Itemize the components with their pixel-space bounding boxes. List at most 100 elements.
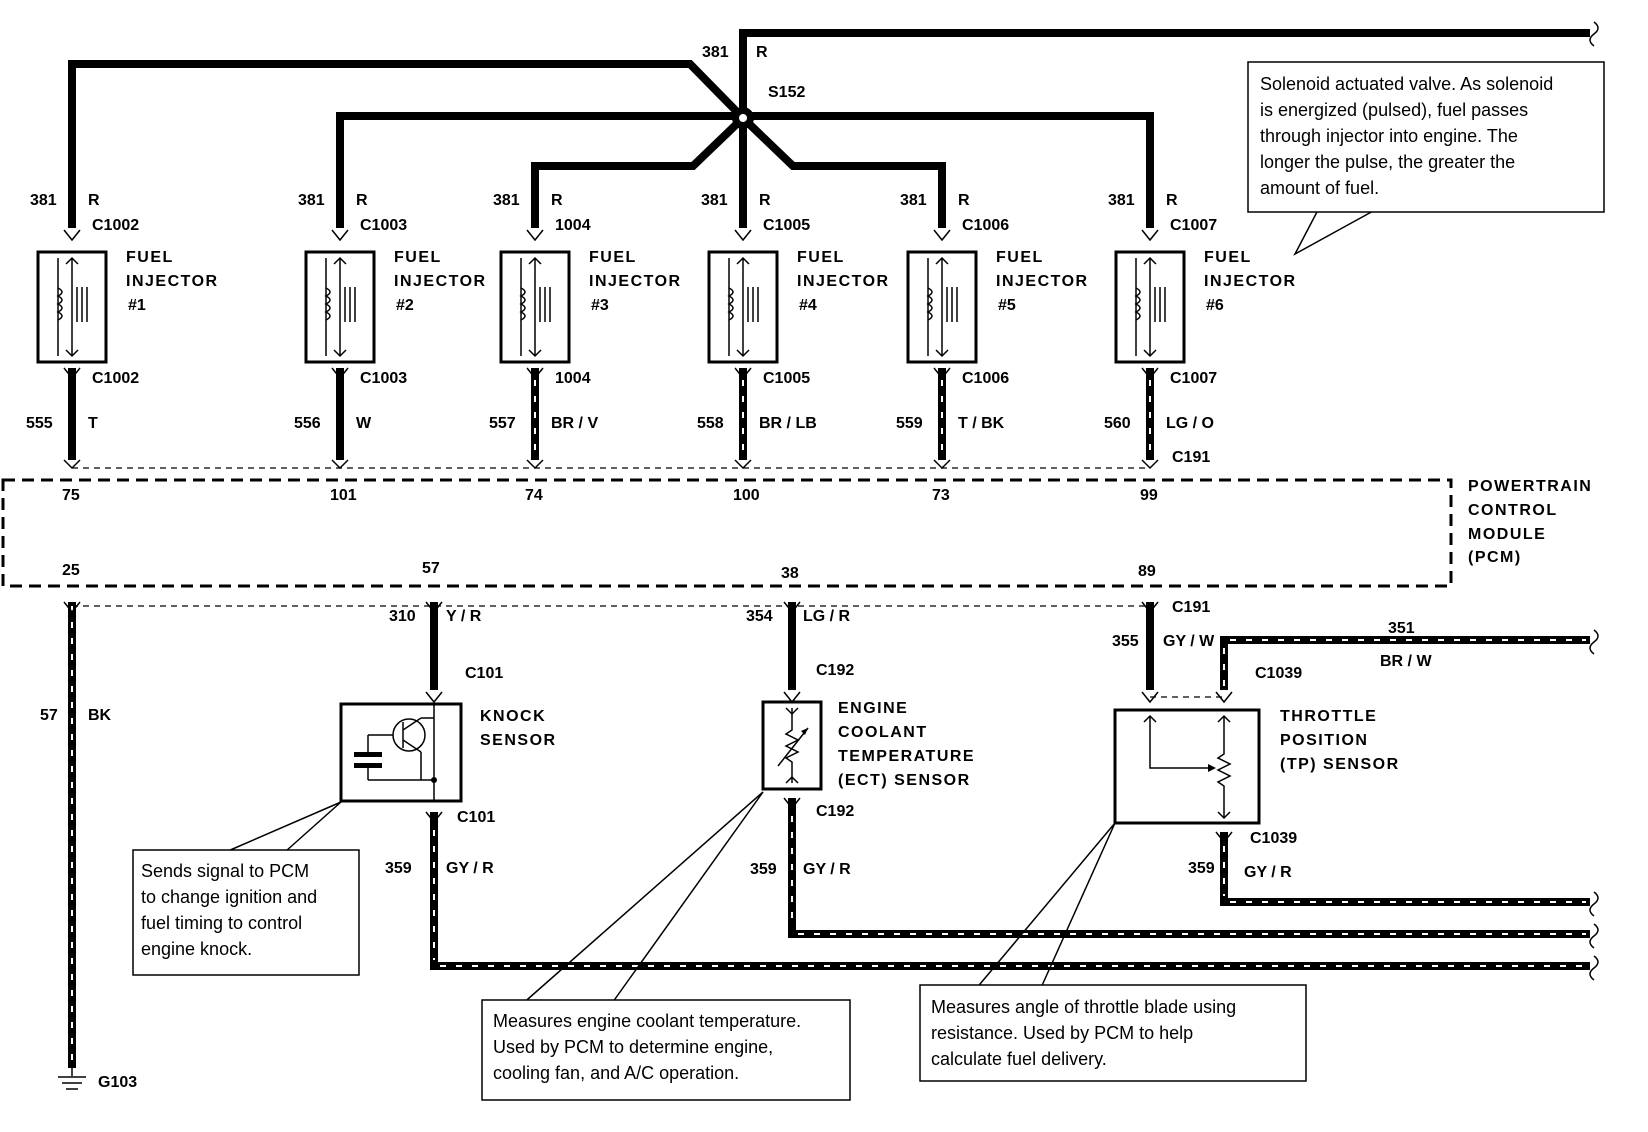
pcm-pin-injector-4: 100 [733, 487, 760, 504]
splice-wire-color: R [756, 44, 768, 61]
knock-note-box [132, 849, 360, 976]
knock-wire-number: 310 [389, 608, 416, 625]
injector-signal-wire-number: 557 [489, 415, 516, 432]
pcm-pin-injector-1: 75 [62, 487, 80, 504]
knock-wire-color: Y / R [446, 608, 482, 625]
tp-note-line-1: Measures angle of throttle blade using [931, 997, 1236, 1017]
injector-feed-wire-color: R [356, 192, 368, 209]
pcm-name-line-2: CONTROL [1468, 502, 1558, 519]
ground-wire [63, 601, 81, 1076]
injector-feed-wire-number: 381 [701, 192, 728, 209]
injector-connector-top: C1003 [360, 217, 407, 234]
injector-note-line-3: through injector into engine. The [1260, 126, 1518, 146]
pcm-pin-injector-2: 101 [330, 487, 357, 504]
ect-thermistor-symbol-icon [777, 707, 809, 784]
pcm-pin-injector-3: 74 [525, 487, 543, 504]
injector-signal-wire-number: 559 [896, 415, 923, 432]
tp-sensor-wires [1141, 601, 1590, 906]
injector-number: #5 [998, 297, 1016, 314]
injector-feed-wire-color: R [759, 192, 771, 209]
injector-signal-wire-number: 555 [26, 415, 53, 432]
solenoid-coil-icon [727, 256, 759, 358]
injector-number: #6 [1206, 297, 1224, 314]
pcm-pin-injector-6: 99 [1140, 487, 1158, 504]
injector-feed-wire-number: 381 [493, 192, 520, 209]
ect-sensor-wires [783, 601, 1590, 938]
injector-title-2: INJECTOR [996, 273, 1089, 290]
ect-name-1: ENGINE [838, 700, 908, 717]
injector-connector-top: C1005 [763, 217, 810, 234]
pcm-pin-ground: 25 [62, 562, 80, 579]
knock-sensor-name-1: KNOCK [480, 708, 546, 725]
tp-sensor-box [1113, 708, 1261, 825]
tp-ref-wire-number: 351 [1388, 620, 1415, 637]
ect-connector-top: C192 [816, 662, 854, 679]
injector-feed-wire-color: R [958, 192, 970, 209]
pcm-pin-injector-5: 73 [932, 487, 950, 504]
injector-title-2: INJECTOR [394, 273, 487, 290]
injector-title-2: INJECTOR [126, 273, 219, 290]
injector-connector-top: C1007 [1170, 217, 1217, 234]
tp-note-box [919, 984, 1307, 1082]
solenoid-coil-icon [56, 256, 88, 358]
ect-note-pointer [519, 791, 764, 1007]
solenoid-coil-icon [324, 256, 356, 358]
injector-title-1: FUEL [797, 249, 845, 266]
knock-note-line-4: engine knock. [141, 939, 252, 959]
pcm-pin-ect: 38 [781, 565, 799, 582]
injector-signal-wire-color: W [356, 415, 372, 432]
pcm-module-box [1, 478, 1453, 588]
ect-out-wire-color: GY / R [803, 861, 851, 878]
pcm-name-line-1: POWERTRAIN [1468, 478, 1592, 495]
knock-note-line-3: fuel timing to control [141, 913, 302, 933]
injector-feed-wire-number: 381 [298, 192, 325, 209]
splice-id: S152 [768, 84, 805, 101]
injector-signal-wire-number: 556 [294, 415, 321, 432]
injector-title-1: FUEL [1204, 249, 1252, 266]
injector-title-2: INJECTOR [589, 273, 682, 290]
injector-feed-wire-number: 381 [1108, 192, 1135, 209]
knock-out-wire-color: GY / R [446, 860, 494, 877]
ground-symbol-icon [58, 1076, 86, 1090]
ect-name-3: TEMPERATURE [838, 748, 975, 765]
knock-connector-bottom: C101 [457, 809, 495, 826]
pcm-pin-tp: 89 [1138, 563, 1156, 580]
injector-note-line-2: is energized (pulsed), fuel passes [1260, 100, 1528, 120]
injector-title-1: FUEL [126, 249, 174, 266]
injector-title-2: INJECTOR [797, 273, 890, 290]
ect-name-4: (ECT) SENSOR [838, 772, 971, 789]
knock-note-line-2: to change ignition and [141, 887, 317, 907]
injector-feed-wire-color: R [88, 192, 100, 209]
knock-sensor-wires [425, 601, 1590, 970]
tp-out-wire-number: 359 [1188, 860, 1215, 877]
injector-connector-bottom: C1005 [763, 370, 810, 387]
injector-connector-top: 1004 [555, 217, 591, 234]
injector-connector-bottom: C1002 [92, 370, 139, 387]
pcm-pin-knock: 57 [422, 560, 440, 577]
tp-connector-bottom: C1039 [1250, 830, 1297, 847]
pcm-name-line-4: (PCM) [1468, 549, 1522, 566]
solenoid-coil-icon [519, 256, 551, 358]
knock-sensor-name-2: SENSOR [480, 732, 557, 749]
tp-ref-wire-color: BR / W [1380, 653, 1432, 670]
solenoid-coil-icon [926, 256, 958, 358]
injector-connector-bottom: 1004 [555, 370, 591, 387]
tp-note-line-3: calculate fuel delivery. [931, 1049, 1107, 1069]
injector-note-line-1: Solenoid actuated valve. As solenoid [1260, 74, 1553, 94]
injector-feed-wire-number: 381 [30, 192, 57, 209]
splice-wire-number: 381 [702, 44, 729, 61]
tp-name-1: THROTTLE [1280, 708, 1377, 725]
knock-note-line-1: Sends signal to PCM [141, 861, 309, 881]
injector-connector-bottom: C1006 [962, 370, 1009, 387]
tp-out-wire-color: GY / R [1244, 864, 1292, 881]
ect-note-box [481, 999, 851, 1101]
pcm-connector-top-label: C191 [1172, 449, 1210, 466]
injector-feed-wire-color: R [1166, 192, 1178, 209]
injector-connector-bottom: C1003 [360, 370, 407, 387]
knock-out-wire-number: 359 [385, 860, 412, 877]
